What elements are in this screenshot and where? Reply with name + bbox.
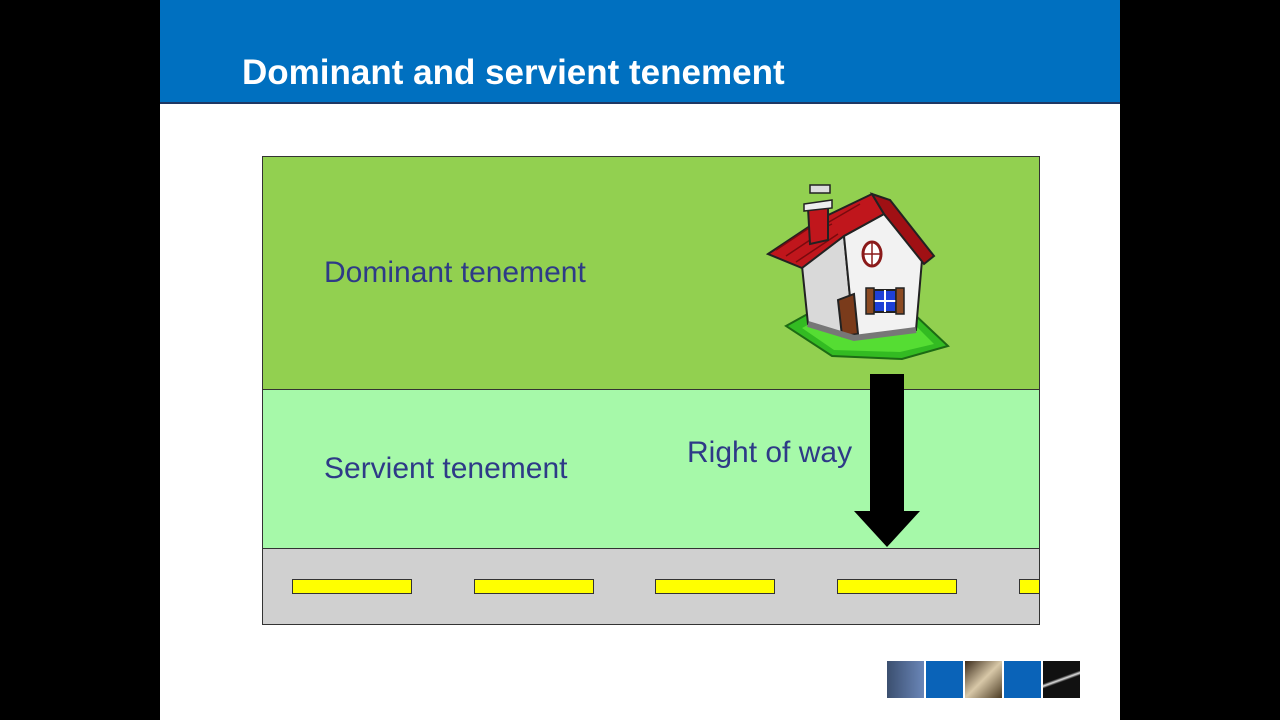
title-bar: Dominant and servient tenement: [160, 0, 1120, 104]
road: [262, 548, 1040, 625]
road-marking: [474, 579, 594, 594]
dominant-tenement-label: Dominant tenement: [324, 256, 586, 290]
logo-strip: [887, 661, 1081, 698]
logo-tile: [887, 661, 924, 698]
logo-tile: [926, 661, 963, 698]
road-marking: [655, 579, 775, 594]
road-marking: [1019, 579, 1040, 594]
servient-tenement-label: Servient tenement: [324, 452, 567, 486]
house-icon: [762, 178, 962, 363]
tenement-diagram: Dominant tenement Servient tenement Righ…: [262, 156, 1040, 624]
logo-tile: [1043, 661, 1080, 698]
down-arrow-icon: [852, 374, 922, 548]
logo-tile: [965, 661, 1002, 698]
slide-title: Dominant and servient tenement: [242, 53, 785, 93]
road-marking: [292, 579, 412, 594]
slide: Dominant and servient tenement Dominant …: [160, 0, 1120, 720]
right-of-way-label: Right of way: [687, 436, 852, 470]
road-marking: [837, 579, 957, 594]
logo-tile: [1004, 661, 1041, 698]
